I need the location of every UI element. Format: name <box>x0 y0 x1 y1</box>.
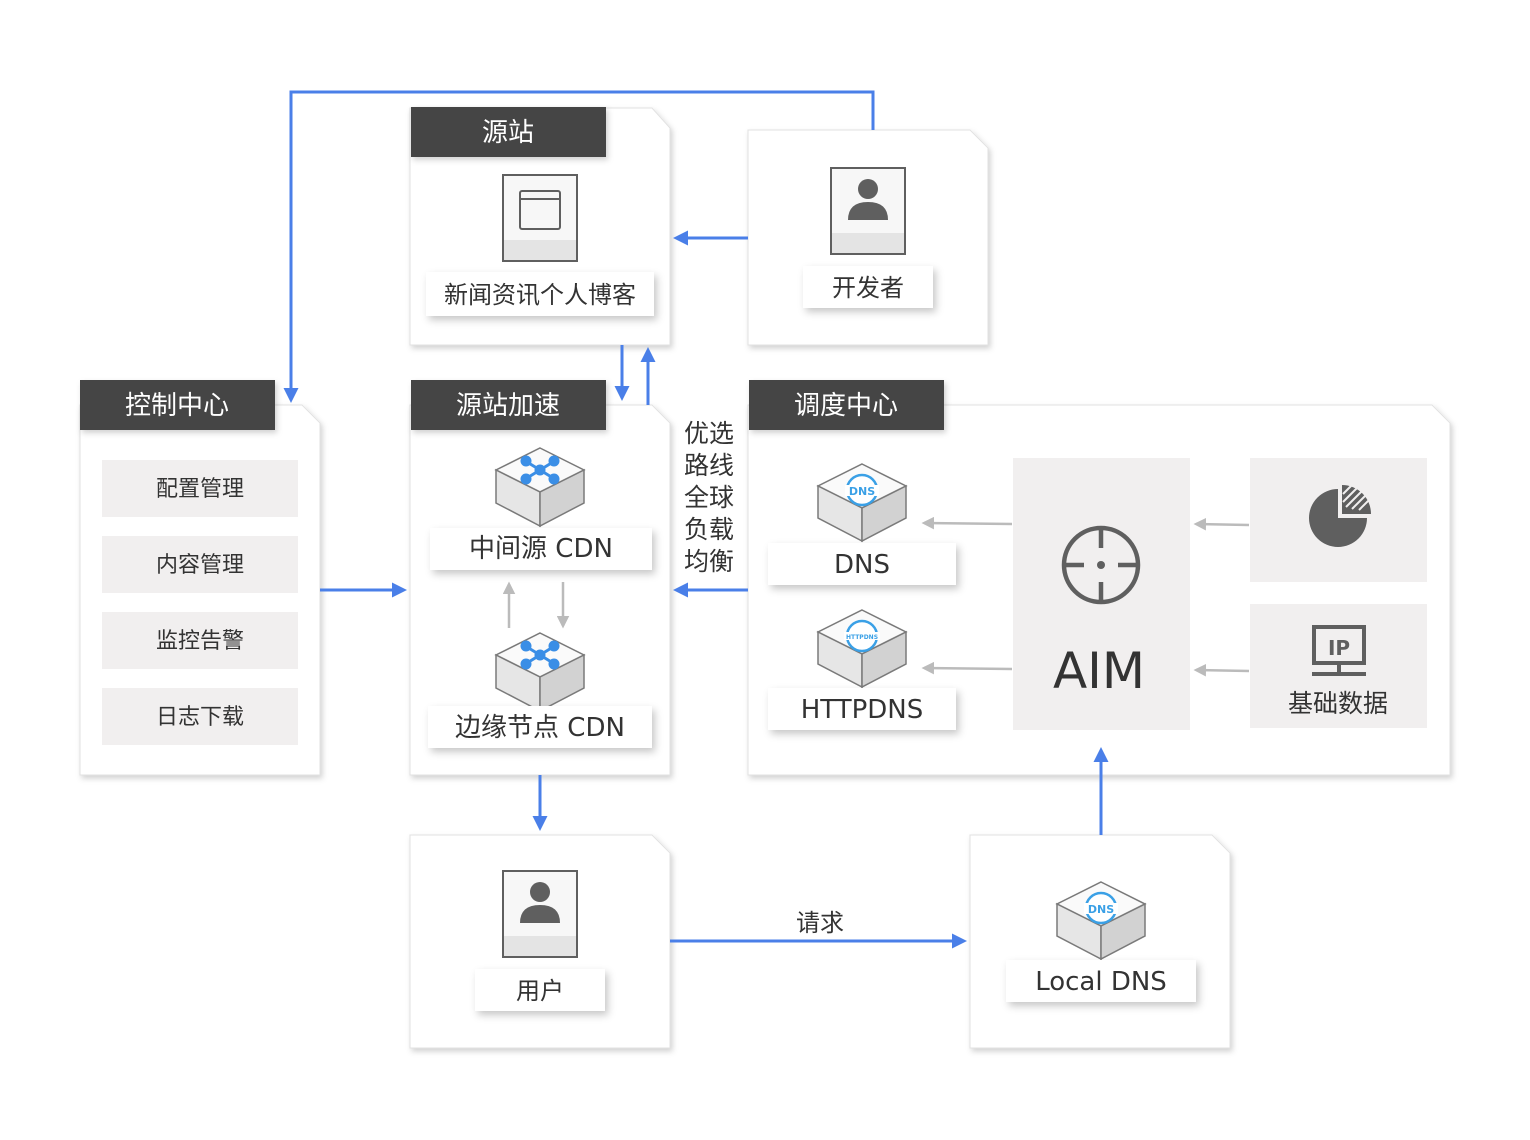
mid-cdn-label: 中间源 CDN <box>469 534 613 564</box>
person-icon <box>502 870 578 958</box>
local-dns-badge: DNS <box>1088 903 1114 916</box>
acceleration-title: 源站加速 <box>456 391 560 421</box>
route-note-line: 优选 <box>684 419 734 448</box>
origin-title: 源站 <box>482 118 534 148</box>
origin-site-label: 新闻资讯个人博客 <box>444 281 636 309</box>
acceleration-title-tab: 源站加速 <box>411 380 606 430</box>
basedata-to-aim-arrow <box>1193 663 1250 677</box>
control-title-tab: 控制中心 <box>80 380 275 430</box>
ip-monitor-icon: IP <box>1312 625 1366 676</box>
menu-item-label: 日志下载 <box>156 705 244 730</box>
analytics-to-aim-arrow <box>1193 517 1250 531</box>
local-dns-label-box: Local DNS <box>1006 960 1196 1002</box>
route-note-line: 全球 <box>684 483 734 512</box>
ip-badge: IP <box>1328 636 1350 660</box>
control-center-title: 控制中心 <box>125 391 229 421</box>
aim-label: AIM <box>1053 642 1145 700</box>
dns-globe-icon: DNS <box>816 463 908 543</box>
httpdns-icon: HTTPDNS <box>816 609 908 689</box>
user-label: 用户 <box>516 977 564 1005</box>
developer-label: 开发者 <box>832 274 904 302</box>
dispatch-title-tab: 调度中心 <box>749 380 944 430</box>
base-data-block: IP 基础数据 <box>1250 604 1427 728</box>
aim-to-httpdns-arrow <box>921 661 1013 675</box>
person-icon <box>830 167 906 255</box>
aim-to-dns-arrow <box>921 516 1013 530</box>
dns-globe-icon: DNS <box>1055 881 1147 961</box>
httpdns-label-box: HTTPDNS <box>768 688 956 730</box>
dispatch-title: 调度中心 <box>794 391 898 421</box>
browser-window-icon <box>502 174 578 262</box>
network-node-icon <box>494 632 586 713</box>
dns-label: DNS <box>834 550 890 580</box>
base-data-label: 基础数据 <box>1288 689 1388 718</box>
control-menu-item-logs[interactable]: 日志下载 <box>102 688 298 745</box>
dns-badge: DNS <box>849 485 875 498</box>
route-note-line: 均衡 <box>684 547 734 576</box>
httpdns-label: HTTPDNS <box>801 695 924 725</box>
aim-block: AIM <box>1013 458 1190 730</box>
analytics-block <box>1250 458 1427 582</box>
panel-acceleration <box>409 404 671 776</box>
route-note-line: 负载 <box>684 515 734 544</box>
dns-label-box: DNS <box>768 543 956 585</box>
mid-cdn-label-box: 中间源 CDN <box>430 528 652 570</box>
edge-cdn-label: 边缘节点 CDN <box>455 713 625 743</box>
menu-item-label: 监控告警 <box>156 629 244 654</box>
user-label-box: 用户 <box>475 969 605 1011</box>
control-menu-item-content[interactable]: 内容管理 <box>102 536 298 593</box>
menu-item-label: 配置管理 <box>156 477 244 502</box>
route-note: 优选 路线 全球 负载 均衡 <box>684 419 734 576</box>
httpdns-badge: HTTPDNS <box>846 634 878 641</box>
menu-item-label: 内容管理 <box>156 553 244 578</box>
local-dns-label: Local DNS <box>1035 967 1167 997</box>
origin-title-tab: 源站 <box>411 107 606 157</box>
origin-site-label-box: 新闻资讯个人博客 <box>426 272 654 316</box>
developer-to-control-arrow <box>283 90 875 403</box>
pie-chart-icon <box>1309 482 1371 547</box>
route-note-line: 路线 <box>684 451 734 480</box>
request-label: 请求 <box>796 909 844 937</box>
control-menu-item-monitor[interactable]: 监控告警 <box>102 612 298 669</box>
control-menu-item-config[interactable]: 配置管理 <box>102 460 298 517</box>
edge-cdn-label-box: 边缘节点 CDN <box>428 706 652 748</box>
network-node-icon <box>494 447 586 528</box>
target-crosshair-icon <box>1061 525 1141 605</box>
developer-label-box: 开发者 <box>803 266 933 308</box>
